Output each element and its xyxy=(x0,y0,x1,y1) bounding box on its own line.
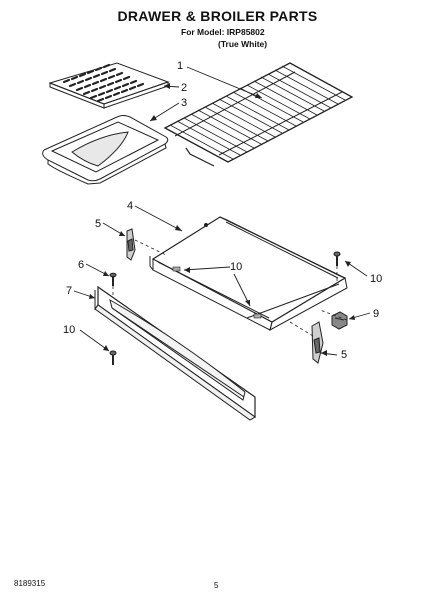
callout-6: 6 xyxy=(78,259,84,271)
diagram-title: DRAWER & BROILER PARTS xyxy=(117,8,318,24)
callout-2: 2 xyxy=(181,82,187,94)
panel-screw xyxy=(109,272,117,286)
callout-9: 9 xyxy=(373,308,379,320)
oven-rack xyxy=(163,62,354,167)
broiler-grid xyxy=(48,62,170,109)
slide-bracket xyxy=(331,311,348,330)
broiler-pan xyxy=(42,115,169,185)
callout-10-lower-left: 10 xyxy=(63,324,75,336)
callout-10-drawer: 10 xyxy=(230,261,242,273)
drawer-slide-right xyxy=(311,321,324,364)
screw-right xyxy=(333,251,341,266)
callout-10-right: 10 xyxy=(370,273,382,285)
doc-number: 8189315 xyxy=(14,579,46,588)
drawer-slide-left xyxy=(126,228,136,261)
drawer-body xyxy=(149,216,348,331)
callout-4: 4 xyxy=(127,200,133,212)
callout-5-left: 5 xyxy=(95,218,101,230)
callout-1: 1 xyxy=(177,60,183,72)
callout-7: 7 xyxy=(66,285,72,297)
callout-5-right: 5 xyxy=(341,349,347,361)
model-line: For Model: IRP85802 xyxy=(181,27,265,37)
page-number: 5 xyxy=(214,581,219,590)
callout-3: 3 xyxy=(181,97,187,109)
screw-lower-left xyxy=(109,350,117,365)
drawer-front-panel xyxy=(94,285,256,421)
variant-line: (True White) xyxy=(218,39,268,49)
